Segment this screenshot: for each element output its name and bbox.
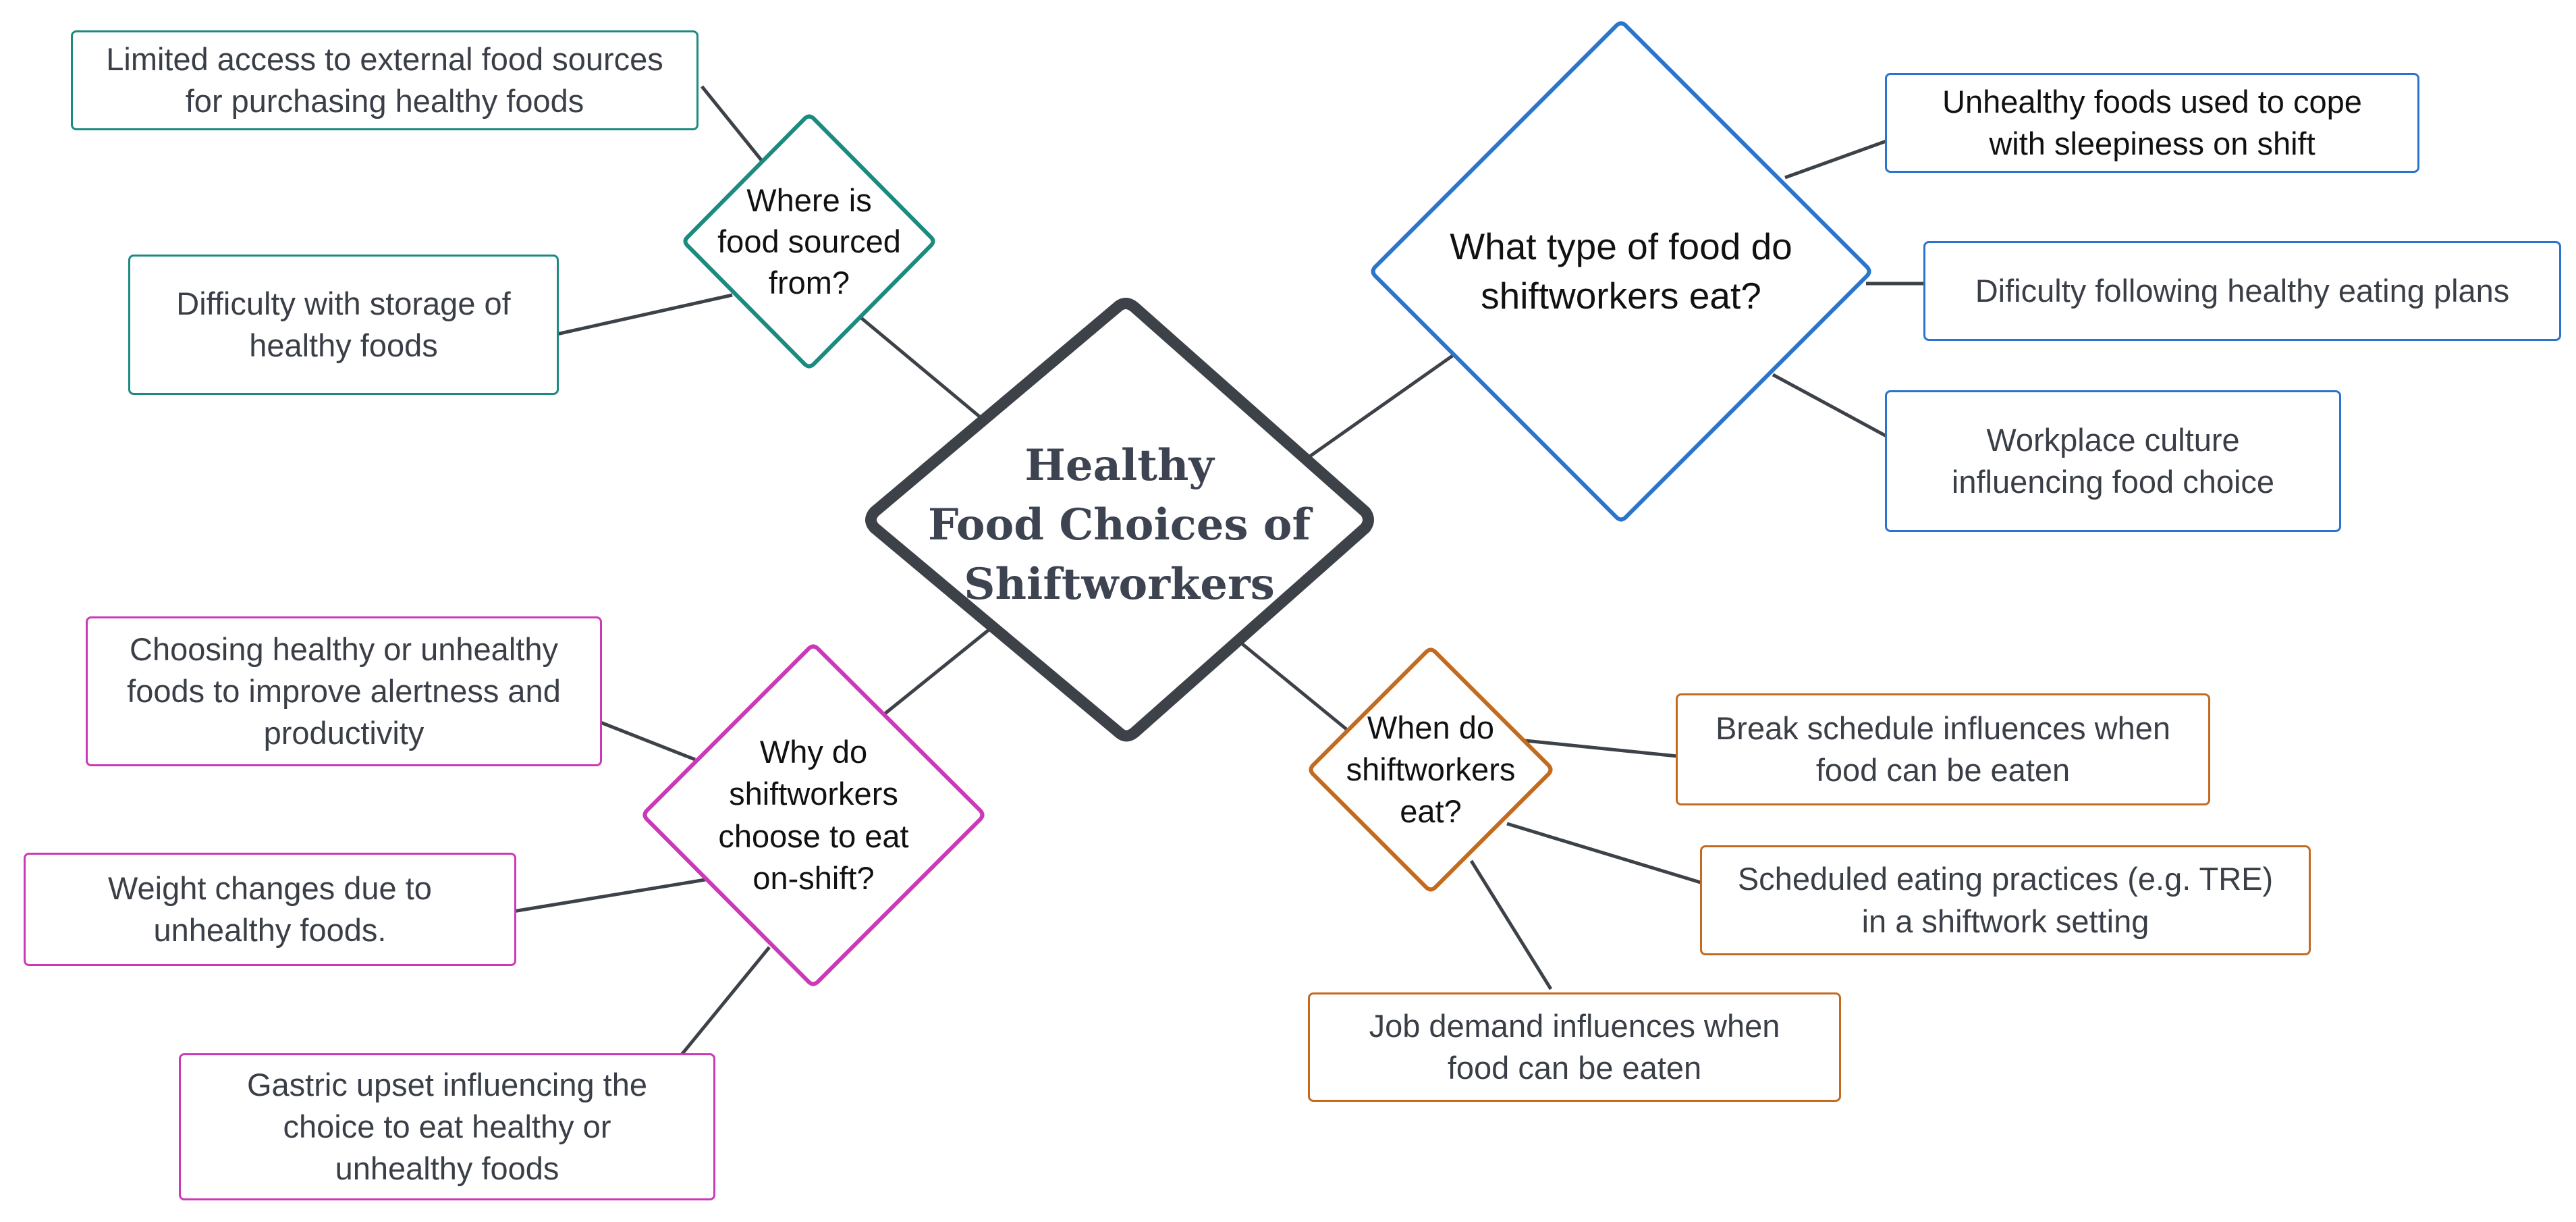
type-item-eating-plans: Dificulty following healthy eating plans: [1923, 241, 2561, 341]
type-item-workplace-culture: Workplace culture influencing food choic…: [1885, 390, 2341, 532]
why-item-gastric-upset: Gastric upset influencing the choice to …: [179, 1053, 715, 1200]
branch-type-label: What type of food do shiftworkers eat?: [1450, 225, 1792, 317]
why-item-alertness: Choosing healthy or unhealthy foods to i…: [86, 616, 602, 766]
connector-center-sourced: [859, 316, 983, 420]
connector-sourced-item-1: [556, 293, 733, 336]
branch-sourced: Where is food sourced from?: [683, 114, 935, 369]
branch-sourced-diamond: [683, 114, 935, 369]
central-diamond-shape: [865, 298, 1374, 742]
branch-type: What type of food do shiftworkers eat?: [1371, 21, 1871, 522]
branch-when: When do shiftworkers eat?: [1309, 647, 1553, 892]
branch-why-label: Why do shiftworkers choose to eat on-shi…: [718, 734, 909, 896]
when-item-break-schedule: Break schedule influences when food can …: [1676, 693, 2210, 805]
when-item-job-demand: Job demand influences when food can be e…: [1308, 992, 1841, 1102]
connector-when-item-1: [1506, 822, 1703, 885]
why-item-weight-changes: Weight changes due to unhealthy foods.: [24, 853, 516, 966]
connector-center-type: [1305, 352, 1456, 461]
connector-center-why: [883, 623, 997, 716]
branch-why-diamond: [642, 644, 985, 986]
sourced-item-external-access: Limited access to external food sources …: [71, 30, 698, 130]
type-item-sleepiness: Unhealthy foods used to cope with sleepi…: [1885, 73, 2419, 173]
central-topic: Healthy Food Choices of Shiftworkers: [865, 298, 1374, 742]
branch-why: Why do shiftworkers choose to eat on-shi…: [642, 644, 985, 986]
branch-when-label: When do shiftworkers eat?: [1346, 709, 1516, 830]
connector-why-item-0: [600, 720, 696, 762]
connector-when-item-0: [1525, 739, 1678, 758]
branch-when-diamond: [1309, 647, 1553, 892]
connector-type-item-2: [1772, 373, 1889, 439]
connector-type-item-0: [1784, 139, 1887, 180]
connector-center-when: [1234, 637, 1348, 730]
connector-why-item-2: [680, 946, 771, 1056]
central-topic-label: Healthy Food Choices of Shiftworkers: [927, 440, 1311, 610]
branch-type-diamond: [1371, 21, 1871, 522]
when-item-scheduled-eating: Scheduled eating practices (e.g. TRE) in…: [1700, 845, 2311, 955]
connector-sourced-item-0: [701, 85, 763, 161]
connector-why-item-1: [512, 878, 706, 913]
sourced-item-storage: Difficulty with storage of healthy foods: [128, 255, 559, 395]
branch-sourced-label: Where is food sourced from?: [717, 182, 901, 301]
connector-when-item-2: [1469, 859, 1553, 990]
